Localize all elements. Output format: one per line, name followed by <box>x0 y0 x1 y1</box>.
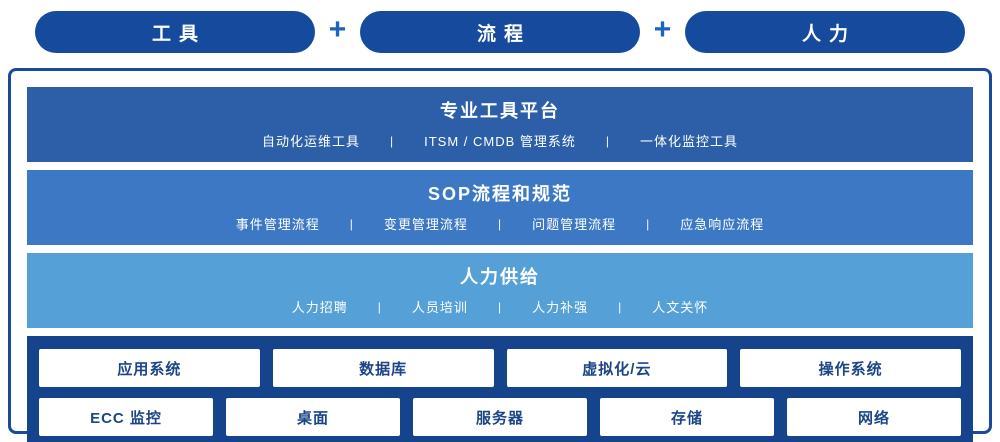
pill-process: 流程 <box>360 11 640 53</box>
separator: | <box>497 216 503 231</box>
band-hr-item-2: 人员培训 <box>411 300 468 315</box>
cell-application-systems: 应用系统 <box>39 349 260 387</box>
cell-operating-system: 操作系统 <box>740 349 961 387</box>
band-hr-items: 人力招聘 | 人员培训 | 人力补强 | 人文关怀 <box>37 297 963 316</box>
pill-people: 人力 <box>685 11 965 53</box>
band-hr-item-4: 人文关怀 <box>652 300 709 315</box>
band-hr-item-1: 人力招聘 <box>291 300 348 315</box>
separator: | <box>349 216 354 231</box>
header-row: 工具 + 流程 + 人力 <box>35 10 965 54</box>
band-tools-item-1: 自动化运维工具 <box>261 134 360 149</box>
band-hr-supply: 人力供给 人力招聘 | 人员培训 | 人力补强 | 人文关怀 <box>27 253 973 328</box>
band-tools-platform: 专业工具平台 自动化运维工具 | ITSM / CMDB 管理系统 | 一体化监… <box>27 87 973 162</box>
cell-network: 网络 <box>787 398 961 436</box>
band-sop-item-2: 变更管理流程 <box>383 217 468 232</box>
band-sop-title: SOP流程和规范 <box>427 184 572 204</box>
cell-storage: 存储 <box>600 398 774 436</box>
pill-tools: 工具 <box>35 11 315 53</box>
cell-virtualization-cloud: 虚拟化/云 <box>506 349 728 387</box>
pill-people-label: 人力 <box>801 23 856 45</box>
band-sop-item-4: 应急响应流程 <box>680 217 765 232</box>
infrastructure-row-2: ECC 监控 桌面 服务器 存储 网络 <box>39 398 961 436</box>
separator: | <box>618 299 623 314</box>
band-tools-items: 自动化运维工具 | ITSM / CMDB 管理系统 | 一体化监控工具 <box>37 131 963 150</box>
separator: | <box>605 133 611 148</box>
band-sop-process: SOP流程和规范 事件管理流程 | 变更管理流程 | 问题管理流程 | 应急响应… <box>27 170 973 245</box>
cell-database: 数据库 <box>272 349 494 387</box>
plus-sign-1: + <box>328 13 347 46</box>
band-sop-items: 事件管理流程 | 变更管理流程 | 问题管理流程 | 应急响应流程 <box>37 214 963 233</box>
band-tools-item-3: 一体化监控工具 <box>640 134 739 149</box>
separator: | <box>646 216 651 231</box>
cell-server: 服务器 <box>413 398 587 436</box>
band-sop-item-1: 事件管理流程 <box>235 217 320 232</box>
pill-tools-label: 工具 <box>151 23 206 45</box>
band-hr-item-3: 人力补强 <box>532 300 589 315</box>
band-hr-title: 人力供给 <box>460 267 540 287</box>
band-tools-item-2: ITSM / CMDB 管理系统 <box>424 134 576 149</box>
infrastructure-row-1: 应用系统 数据库 虚拟化/云 操作系统 <box>39 349 961 387</box>
cell-desktop: 桌面 <box>226 398 400 436</box>
band-sop-item-3: 问题管理流程 <box>532 217 617 232</box>
band-tools-title: 专业工具平台 <box>440 101 560 121</box>
cell-ecc-monitoring: ECC 监控 <box>39 398 213 436</box>
separator: | <box>389 133 395 148</box>
separator: | <box>497 299 503 314</box>
plus-sign-2: + <box>653 13 672 46</box>
band-infrastructure: 应用系统 数据库 虚拟化/云 操作系统 ECC 监控 桌面 服务器 存储 网络 <box>27 336 973 442</box>
main-panel: 专业工具平台 自动化运维工具 | ITSM / CMDB 管理系统 | 一体化监… <box>8 68 992 442</box>
pill-process-label: 流程 <box>476 23 531 45</box>
separator: | <box>377 299 382 314</box>
